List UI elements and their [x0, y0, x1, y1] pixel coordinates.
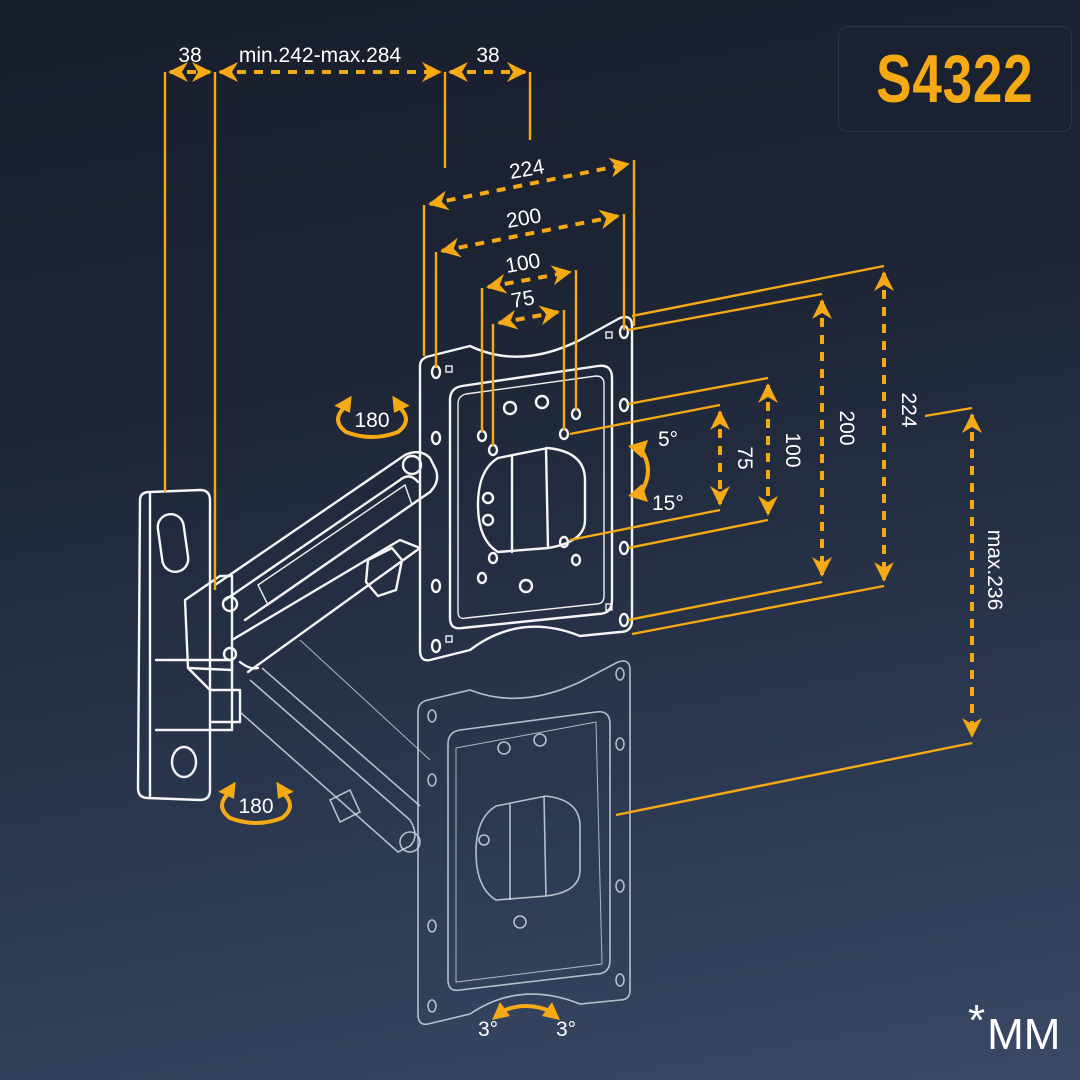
height-adjust-dimension: max.236	[615, 406, 1006, 817]
dim-vesa-v-75: 75	[733, 446, 756, 469]
dim-vesa-h-200: 200	[505, 204, 544, 233]
dim-arm-extension: min.242-max.284	[239, 44, 402, 67]
dim-vesa-h-224: 224	[508, 155, 547, 184]
articulating-arm	[183, 450, 439, 853]
model-number: S4322	[876, 41, 1034, 117]
vesa-horizontal-dimensions: 224 200 100 75	[422, 155, 636, 446]
vesa-vertical-dimensions: 75 100 200 224	[569, 264, 920, 636]
model-badge: S4322	[838, 26, 1072, 132]
tilt-indicator: 5° 15°	[628, 428, 684, 515]
unit-label: MM	[987, 1010, 1061, 1059]
dim-wall-plate-38: 38	[178, 44, 201, 67]
dim-vesa-v-224: 224	[897, 392, 920, 427]
swivel-upper-label: 180	[354, 409, 389, 432]
dim-vesa-h-75: 75	[509, 286, 536, 313]
top-dimensions: 38 min.242-max.284 38	[163, 44, 532, 590]
tilt-up-label: 5°	[658, 428, 678, 451]
tilt-down-label: 15°	[652, 492, 684, 515]
dim-head-depth-38: 38	[476, 44, 499, 67]
dim-vesa-v-200: 200	[835, 410, 858, 445]
level-indicator: 3° 3°	[478, 1002, 576, 1041]
units-note: *MM	[968, 996, 1061, 1060]
level-right-label: 3°	[556, 1018, 576, 1041]
swivel-lower-180: 180	[218, 781, 294, 825]
wall-plate	[136, 488, 234, 802]
dim-max-236: max.236	[983, 530, 1006, 611]
swivel-upper-180: 180	[334, 395, 410, 439]
vesa-plate-lowered	[417, 660, 631, 1026]
swivel-lower-label: 180	[238, 795, 273, 818]
level-left-label: 3°	[478, 1018, 498, 1041]
dim-vesa-h-100: 100	[504, 249, 543, 278]
dim-vesa-v-100: 100	[781, 432, 804, 467]
vesa-plate-main	[418, 315, 634, 662]
asterisk: *	[968, 996, 986, 1045]
